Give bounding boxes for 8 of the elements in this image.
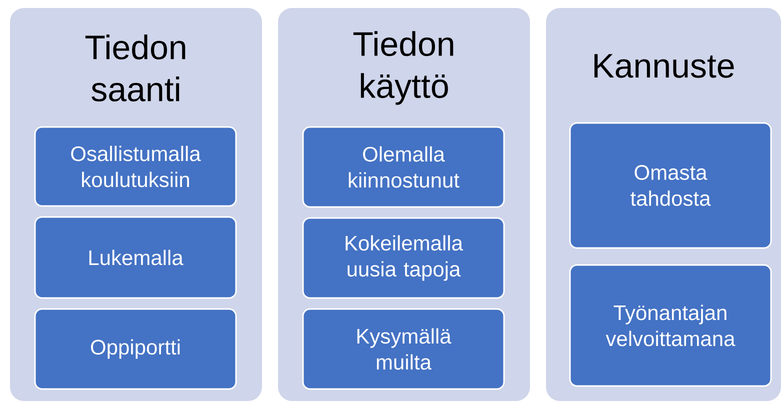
item-box: Oppiportti xyxy=(34,308,237,390)
item-box: Olemalla kiinnostunut xyxy=(302,126,505,208)
item-box: Kokeilemalla uusia tapoja xyxy=(302,217,505,299)
item-box: Työnantajan velvoittamana xyxy=(569,264,772,387)
item-box: Osallistumalla koulutuksiin xyxy=(34,126,237,207)
item-box: Lukemalla xyxy=(34,216,237,299)
item-box: Omasta tahdosta xyxy=(569,122,772,249)
item-box: Kysymällä muilta xyxy=(302,308,505,390)
